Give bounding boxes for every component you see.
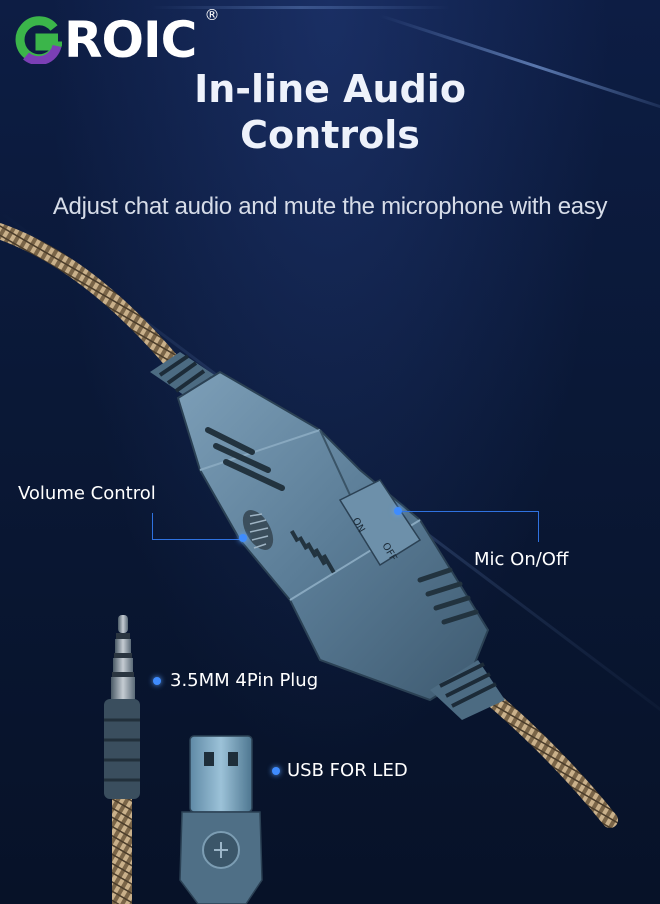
page-title-line2: Controls bbox=[240, 113, 420, 157]
plug-label: 3.5MM 4Pin Plug bbox=[170, 670, 319, 691]
registered-mark: ® bbox=[204, 6, 220, 24]
inline-controller: ON OFF bbox=[150, 352, 505, 720]
braided-cable-upper bbox=[0, 222, 183, 373]
volume-control-label: Volume Control bbox=[18, 483, 156, 504]
mic-on-off-label: Mic On/Off bbox=[474, 549, 569, 570]
usb-callout-dot bbox=[272, 767, 280, 775]
page-title-line1: In-line Audio bbox=[194, 67, 466, 111]
mic-leader-line bbox=[402, 511, 539, 542]
mic-callout-dot bbox=[394, 507, 402, 515]
logo-g-icon bbox=[15, 16, 62, 64]
plug-callout-dot bbox=[153, 677, 161, 685]
brand-logo: ROIC bbox=[14, 11, 197, 69]
audio-plug bbox=[104, 615, 140, 904]
logo-text: ROIC bbox=[64, 11, 197, 69]
volume-leader-line bbox=[152, 513, 243, 540]
page-subtitle: Adjust chat audio and mute the microphon… bbox=[52, 193, 608, 220]
light-streak bbox=[150, 6, 450, 9]
usb-label: USB FOR LED bbox=[287, 760, 408, 781]
usb-plug bbox=[179, 735, 263, 904]
volume-callout-dot bbox=[239, 534, 247, 542]
volume-wheel bbox=[242, 510, 274, 550]
